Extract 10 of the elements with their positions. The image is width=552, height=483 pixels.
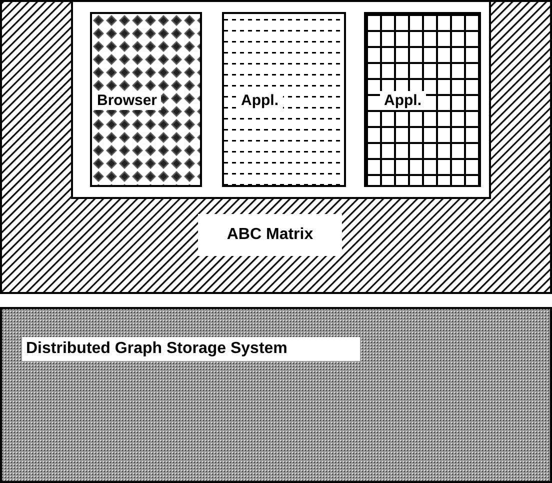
- storage-panel: [0, 307, 552, 483]
- panel-label: Appl.: [380, 91, 426, 110]
- browser-panel: [90, 12, 202, 187]
- panel-label: Browser: [93, 91, 162, 110]
- panel-label: Distributed Graph Storage System: [22, 337, 360, 361]
- panel-label: Appl.: [237, 91, 282, 110]
- application-panel: [222, 12, 346, 187]
- matrix-panel: [0, 0, 552, 294]
- application-panel: [364, 12, 481, 187]
- panel-label: ABC Matrix: [198, 214, 342, 256]
